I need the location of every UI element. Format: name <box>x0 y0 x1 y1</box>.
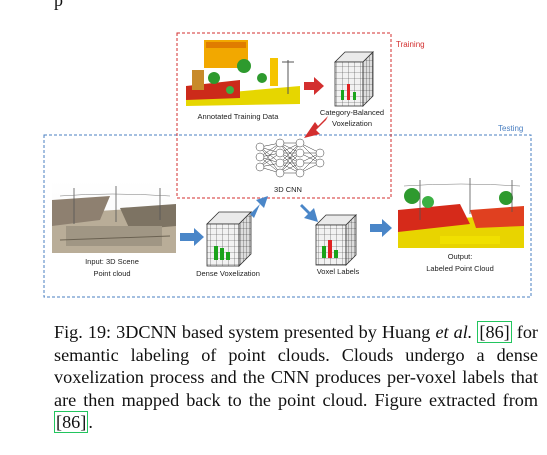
voxel-labels-label: Voxel Labels <box>316 267 360 276</box>
dense-voxelization-label: Dense Voxelization <box>196 269 260 278</box>
dense-voxel-cube <box>206 211 252 267</box>
cnn-label: 3D CNN <box>274 185 302 194</box>
input-scene-image <box>52 181 176 253</box>
testing-zone-label: Testing <box>498 124 524 133</box>
training-zone-label: Training <box>396 40 425 49</box>
arrow-input-to-dense <box>180 228 204 246</box>
page-fragment-top: p <box>54 0 63 10</box>
category-balanced-cube <box>334 51 374 107</box>
caption-etal: et al. <box>435 322 473 342</box>
arrow-training-right <box>304 77 324 95</box>
arrow-dense-to-cnn <box>250 196 268 218</box>
caption-ref-number: 86 <box>485 322 504 342</box>
figure-caption: Fig. 19: 3DCNN based system presented by… <box>54 321 538 434</box>
category-balanced-label-1: Category-Balanced <box>319 108 385 117</box>
input-label-2: Point cloud <box>93 269 131 278</box>
caption-body: for semantic labeling of point clouds. C… <box>54 322 538 410</box>
arrow-cnn-to-labels <box>300 204 318 222</box>
output-label-1: Output: <box>447 252 473 261</box>
cnn-network <box>255 138 325 178</box>
category-balanced-label-2: Voxelization <box>331 119 373 128</box>
arrow-labels-to-output <box>370 219 392 237</box>
training-box <box>176 32 392 199</box>
output-label-2: Labeled Point Cloud <box>426 264 494 273</box>
caption-ref-link-2[interactable]: [86] <box>54 411 89 433</box>
annotated-training-label: Annotated Training Data <box>197 112 279 121</box>
testing-box <box>43 134 532 298</box>
caption-prefix: Fig. 19: 3DCNN based system presented by… <box>54 322 436 342</box>
voxel-labels-cube <box>315 214 357 266</box>
output-labeled-image <box>398 174 524 248</box>
input-label-1: Input: 3D Scene <box>85 257 139 266</box>
arrow-training-down <box>304 116 328 138</box>
caption-suffix: . <box>88 412 93 432</box>
caption-ref-number-2: 86 <box>62 412 81 432</box>
caption-ref-link[interactable]: [86] <box>477 321 512 343</box>
annotated-training-image <box>184 38 302 108</box>
figure: Training Testing Annotated Training Data… <box>43 32 532 298</box>
figure-svg <box>43 32 532 298</box>
